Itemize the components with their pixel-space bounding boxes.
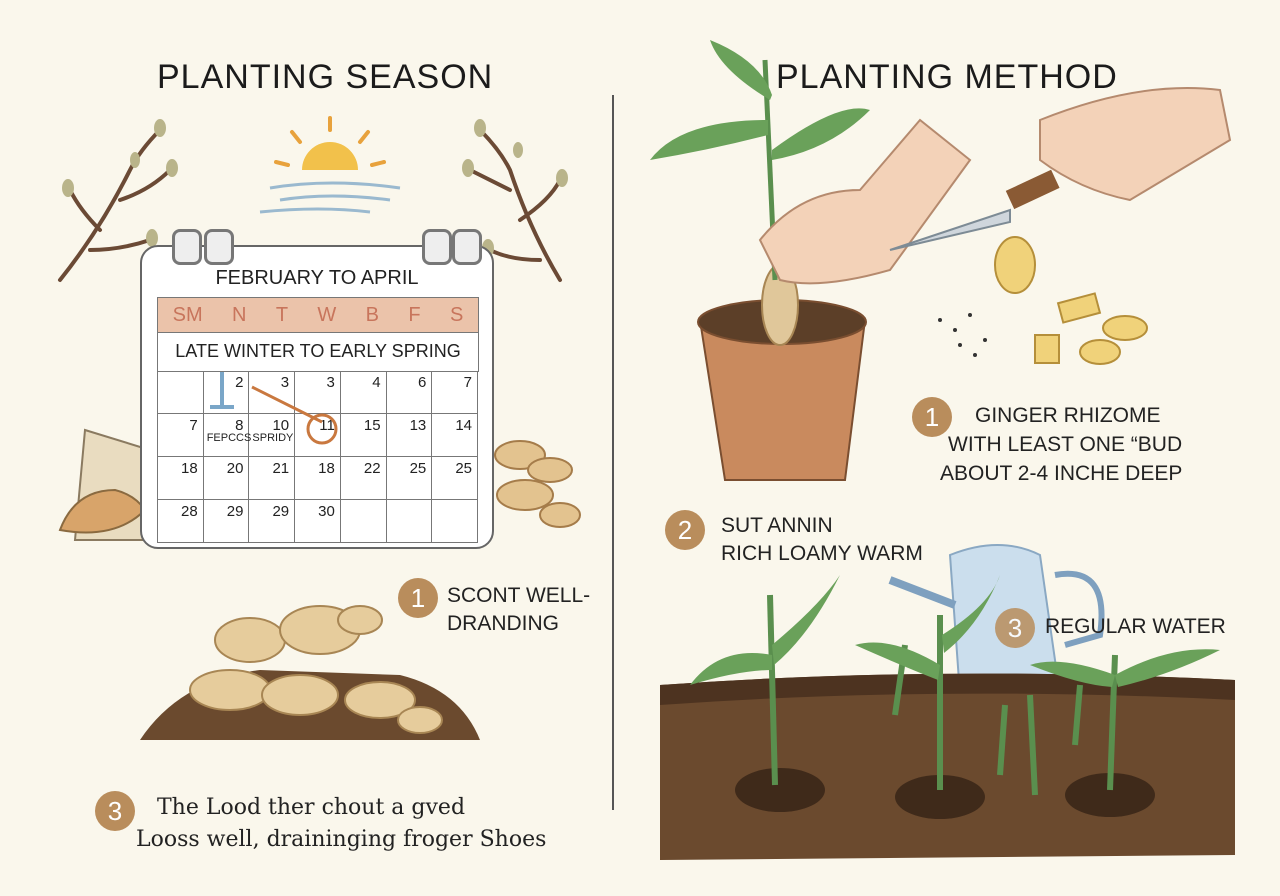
calendar-day-number: 4 <box>372 374 381 391</box>
ginger-on-soil-illustration <box>140 605 480 740</box>
calendar-day-number: 25 <box>409 460 427 477</box>
calendar-day-cell: 3 <box>295 371 341 414</box>
calendar-day-note: FEPCCS <box>206 432 252 444</box>
seed-packet-icon <box>58 428 151 541</box>
calendar-day-number: 22 <box>363 460 381 477</box>
calendar-day-cell: 4 <box>340 371 387 414</box>
calendar-day-cell <box>386 500 433 543</box>
calendar-day-number: 29 <box>272 503 290 520</box>
calendar-day-cell: 6 <box>386 371 433 414</box>
calendar-day-cell: 20 <box>203 457 250 500</box>
calendar-day-cell: 3 <box>249 371 296 414</box>
calendar-day-note: SPRIDY <box>252 432 294 444</box>
calendar-day-cell <box>158 371 204 414</box>
section-divider <box>612 95 614 810</box>
calendar-day-number: 3 <box>326 374 335 391</box>
weekday: B <box>365 303 380 326</box>
weekday: S <box>449 303 464 326</box>
calendar-subtitle: LATE WINTER TO EARLY SPRING <box>157 331 479 372</box>
calendar-day-cell: 29 <box>203 500 250 543</box>
step-badge: 3 <box>95 791 135 831</box>
calendar-day-cell: 25 <box>386 457 433 500</box>
calendar-day-number: 10 <box>272 417 290 434</box>
calendar-day-cell: 28 <box>158 500 204 543</box>
calendar-day-cell: 18 <box>158 457 204 500</box>
method-step1-line2: WITH LEAST ONE “BUD <box>948 433 1183 456</box>
calendar-day-cell: 7 <box>158 414 204 457</box>
step-badge: 1 <box>398 578 438 618</box>
calendar-day-number: 29 <box>226 503 244 520</box>
calendar-day-number: 7 <box>463 374 472 391</box>
calendar-day-cell: 7 <box>432 371 478 414</box>
calendar-day-cell: 29 <box>249 500 296 543</box>
calendar-day-number: 3 <box>280 374 290 391</box>
weekday: SM <box>172 303 203 326</box>
calendar-day-number: 25 <box>455 460 472 477</box>
calendar-day-cell: 13 <box>386 414 433 457</box>
calendar-day-number: 21 <box>272 460 290 477</box>
calendar-day-number: 30 <box>318 503 335 520</box>
calendar-day-number: 13 <box>409 417 427 434</box>
calendar-markers <box>210 372 338 445</box>
calendar-day-number: 7 <box>189 417 198 434</box>
step-badge: 3 <box>995 608 1035 648</box>
potting-illustration <box>650 40 1232 481</box>
planting-calendar: FEBRUARY TO APRIL SM N T W B F S LATE WI… <box>140 229 494 549</box>
calendar-day-number: 15 <box>363 417 381 434</box>
method-step2-line1: SUT ANNIN <box>721 514 833 537</box>
method-step2-line2: RICH LOAMY WARM <box>721 542 923 565</box>
calendar-day-number: 18 <box>318 460 335 477</box>
calendar-month-range: FEBRUARY TO APRIL <box>215 267 419 289</box>
calendar-day-cell: 30 <box>295 500 341 543</box>
calendar-day-cell: 18 <box>295 457 341 500</box>
calendar-weekdays: SM N T W B F S <box>157 297 479 333</box>
step-badge: 1 <box>912 397 952 437</box>
calendar-day-number: 18 <box>181 460 198 477</box>
calendar-day-number: 8 <box>235 417 244 434</box>
season-illustration <box>58 116 568 282</box>
calendar-day-number: 11 <box>319 417 335 434</box>
planting-season-title: PLANTING SEASON <box>157 58 494 96</box>
calendar-day-cell: 14 <box>432 414 478 457</box>
calendar-day-cell: 25 <box>432 457 478 500</box>
season-step3-line1: The Lood ther chout a gved <box>157 795 466 820</box>
method-step1-line3: ABOUT 2-4 INCHE DEEP <box>940 462 1183 485</box>
season-step1-line2: DRANDING <box>447 612 560 635</box>
calendar-day-cell: 21 <box>249 457 296 500</box>
weekday: T <box>275 303 289 326</box>
weekday: W <box>317 303 337 326</box>
calendar-day-cell <box>432 500 478 543</box>
calendar-day-cell: 22 <box>340 457 387 500</box>
calendar-day-number: 2 <box>235 374 244 391</box>
ginger-pile-icon <box>494 440 581 528</box>
calendar-ring <box>172 229 202 265</box>
method-step3-label: REGULAR WATER <box>1045 615 1226 638</box>
calendar-ring <box>452 229 482 265</box>
calendar-day-cell <box>340 500 387 543</box>
weekday: F <box>408 303 421 326</box>
method-step1-line1: GINGER RHIZOME <box>975 404 1161 427</box>
calendar-ring <box>204 229 234 265</box>
calendar-day-number: 20 <box>226 460 244 477</box>
weekday: N <box>232 303 247 326</box>
step-badge: 2 <box>665 510 705 550</box>
calendar-ring <box>422 229 452 265</box>
calendar-day-cell: 2 <box>203 371 250 414</box>
soil-bed-illustration <box>660 544 1235 860</box>
calendar-day-cell: 11 <box>295 414 341 457</box>
planting-method-title: PLANTING METHOD <box>776 58 1118 96</box>
calendar-day-number: 28 <box>181 503 198 520</box>
calendar-day-number: 14 <box>455 417 472 434</box>
season-step1-line1: SCONT WELL- <box>447 584 591 607</box>
calendar-day-cell: 15 <box>340 414 387 457</box>
season-step3-line2: Looss well, draininging froger Shoes <box>136 827 547 852</box>
calendar-day-number: 6 <box>417 374 427 391</box>
